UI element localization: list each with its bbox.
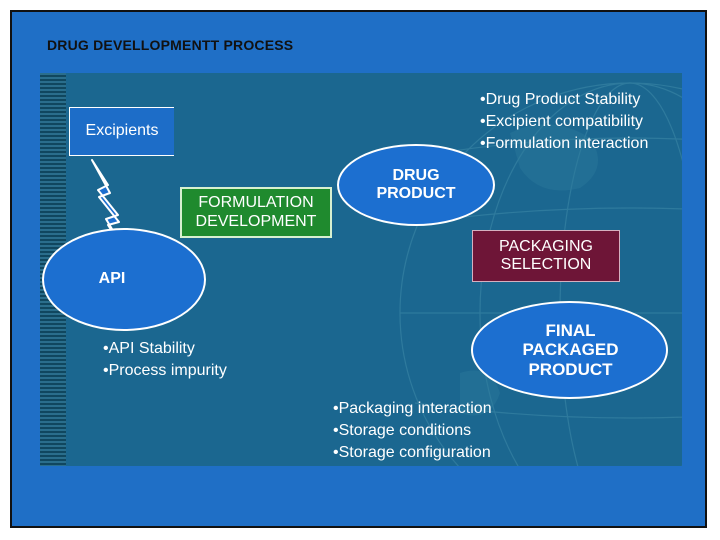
final-packaged-product-ellipse: FINAL PACKAGED PRODUCT	[471, 301, 668, 399]
drug-product-ellipse: DRUG PRODUCT	[337, 144, 495, 226]
packaging-line-2: SELECTION	[500, 256, 592, 273]
note-item: Process impurity	[103, 360, 227, 382]
api-ellipse: API	[42, 228, 206, 331]
api-notes: API Stability Process impurity	[103, 338, 227, 382]
note-item: API Stability	[103, 338, 227, 360]
note-item: Storage configuration	[333, 442, 492, 464]
packaging-notes: Packaging interaction Storage conditions…	[333, 398, 492, 464]
packaging-line-1: PACKAGING	[499, 237, 593, 255]
formulation-development-box: FORMULATION DEVELOPMENT	[180, 187, 332, 238]
note-item: Storage conditions	[333, 420, 492, 442]
drug-product-line-2: PRODUCT	[376, 185, 456, 202]
formulation-line-1: FORMULATION	[198, 194, 314, 212]
note-item: Excipient compatibility	[480, 111, 648, 133]
drug-product-notes: Drug Product Stability Excipient compati…	[480, 89, 649, 155]
api-label: API	[98, 270, 126, 287]
formulation-line-2: DEVELOPMENT	[195, 212, 317, 230]
note-item: Packaging interaction	[333, 398, 492, 420]
slide-title: DRUG DEVELLOPMENTT PROCESS	[47, 37, 294, 53]
note-item: Drug Product Stability	[480, 89, 648, 111]
note-item: Formulation interaction	[480, 133, 649, 155]
excipients-box: Excipients	[69, 107, 174, 156]
final-line-1: FINAL	[545, 320, 596, 340]
final-line-2: PACKAGED	[522, 340, 619, 360]
drug-product-line-1: DRUG	[392, 166, 440, 184]
packaging-selection-box: PACKAGING SELECTION	[472, 230, 620, 282]
excipients-label: Excipients	[85, 122, 159, 140]
final-line-3: PRODUCT	[528, 359, 613, 379]
